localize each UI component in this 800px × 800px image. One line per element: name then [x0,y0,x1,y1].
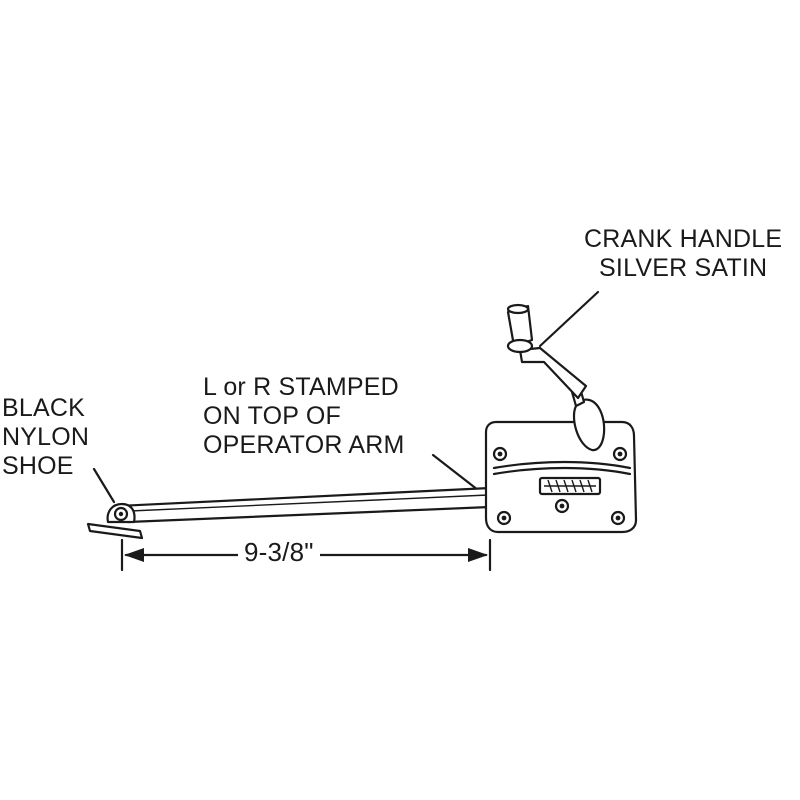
stamp-label-line-2: ON TOP OF [203,402,341,430]
stamp-label-line-3: OPERATOR ARM [203,431,405,459]
crank-label-line-1: CRANK HANDLE [584,225,783,253]
crank-label: CRANK HANDLE SILVER SATIN [584,225,782,283]
operator-housing [484,420,638,534]
shoe-label-line-2: NYLON [2,423,90,451]
shoe-label-line-1: BLACK [2,394,85,422]
crank-handle [506,303,606,452]
nylon-shoe [86,502,144,540]
stamp-label: L or R STAMPED ON TOP OF OPERATOR ARM [203,373,405,460]
stamp-label-line-1: L or R STAMPED [203,373,399,401]
shoe-leader [92,467,116,504]
operator-arm-edge [129,494,489,512]
crank-leader [538,290,600,348]
shoe-label-line-3: SHOE [2,452,74,480]
shoe-label: BLACK NYLON SHOE [2,394,89,481]
dimension-label: 9-3/8" [238,538,320,567]
crank-label-line-2: SILVER SATIN [599,254,768,282]
